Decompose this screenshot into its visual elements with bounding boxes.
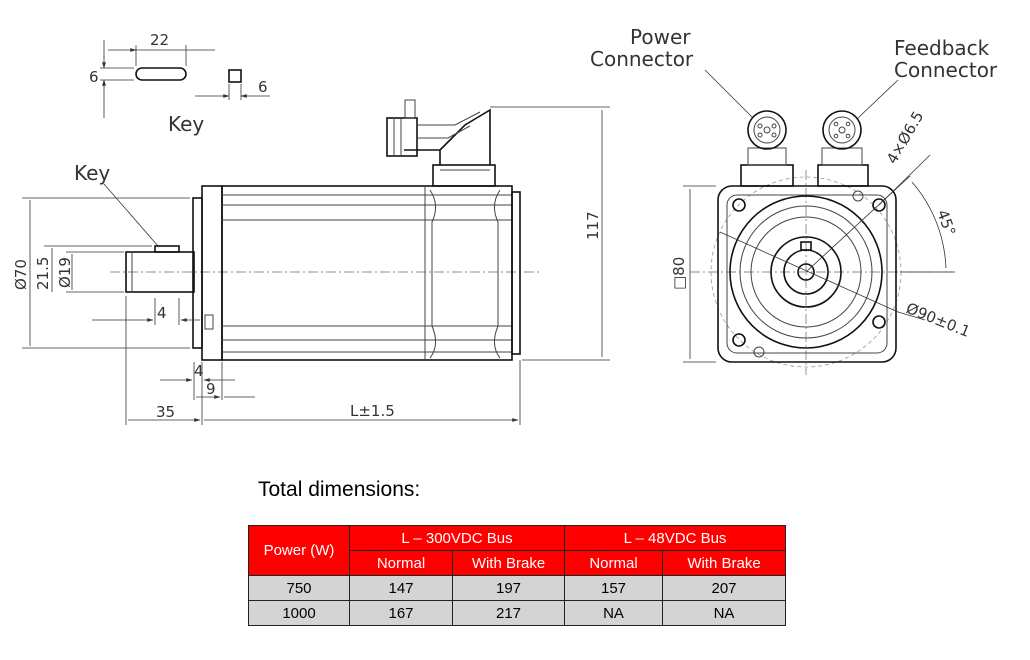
- length-dim: L±1.5: [350, 402, 395, 420]
- table-title: Total dimensions:: [258, 478, 421, 501]
- feedback-connector-label-line1: Feedback: [894, 36, 990, 60]
- holes-dim: 4×Ø6.5: [883, 108, 927, 167]
- power-connector-label-line1: Power: [630, 25, 691, 49]
- normal-header: Normal: [349, 550, 453, 576]
- dim-4: 4: [194, 362, 204, 380]
- mount-hole: [872, 315, 886, 329]
- shaft-key-label: Key: [74, 161, 110, 185]
- v48-normal-cell: NA: [564, 600, 663, 626]
- power-cell: 1000: [248, 600, 350, 626]
- v300-normal-cell: 147: [349, 575, 453, 601]
- dia-19-dim: Ø19: [56, 257, 74, 288]
- square-80-dim: □80: [670, 257, 688, 290]
- mount-hole: [872, 198, 886, 212]
- mount-hole: [732, 333, 746, 347]
- motor-dimension-drawing: 22 6 6 Key: [12, 25, 998, 425]
- dim-35: 35: [156, 403, 175, 421]
- feedback-connector-label-line2: Connector: [894, 58, 998, 82]
- feedback-connector: [817, 110, 869, 187]
- mount-hole: [732, 198, 746, 212]
- key-detail: 22 6 6 Key: [89, 31, 270, 136]
- side-view: Ø70 21.5 Ø19 4 4 9 35 L±1.5: [12, 99, 610, 425]
- key-detail-label: Key: [168, 112, 204, 136]
- v300-brake-cell: 197: [452, 575, 565, 601]
- table-row: 750 147 197 157 207: [248, 575, 786, 601]
- dim-9: 9: [206, 380, 216, 398]
- angle-dim: 45°: [933, 207, 959, 238]
- v48-brake-cell: 207: [662, 575, 786, 601]
- v300-normal-cell: 167: [349, 600, 453, 626]
- group-48vdc-header: L – 48VDC Bus: [564, 525, 786, 551]
- side-connector: [386, 99, 496, 187]
- normal-header-48: Normal: [564, 550, 663, 576]
- group-300vdc-header: L – 300VDC Bus: [349, 525, 565, 551]
- dim-21-5: 21.5: [34, 257, 52, 290]
- v48-normal-cell: 157: [564, 575, 663, 601]
- key-4-dim: 4: [157, 304, 167, 322]
- key-section-dim: 6: [258, 78, 268, 96]
- v300-brake-cell: 217: [452, 600, 565, 626]
- dimensions-table: Power (W) L – 300VDC Bus L – 48VDC Bus N…: [248, 525, 786, 626]
- key-width-dim: 22: [150, 31, 169, 49]
- power-cell: 750: [248, 575, 350, 601]
- dia-70-dim: Ø70: [12, 259, 30, 290]
- key-height-dim: 6: [89, 68, 99, 86]
- power-connector: [740, 110, 794, 187]
- table-row: 1000 167 217 NA NA: [248, 600, 786, 626]
- front-square-body: [717, 185, 897, 363]
- motor-body: [221, 185, 513, 361]
- front-view: Power Connector Feedback Connector 4×Ø6.…: [590, 25, 998, 375]
- pcd-dim: Ø90±0.1: [904, 299, 973, 341]
- key-section-view: [228, 69, 242, 83]
- brake-header: With Brake: [452, 550, 565, 576]
- v48-brake-cell: NA: [662, 600, 786, 626]
- power-connector-label-line2: Connector: [590, 47, 694, 71]
- power-header: Power (W): [248, 525, 350, 576]
- shaft-key: [154, 245, 180, 253]
- brake-header-48: With Brake: [662, 550, 786, 576]
- height-117-dim: 117: [584, 211, 602, 240]
- key-top-view: [135, 67, 187, 81]
